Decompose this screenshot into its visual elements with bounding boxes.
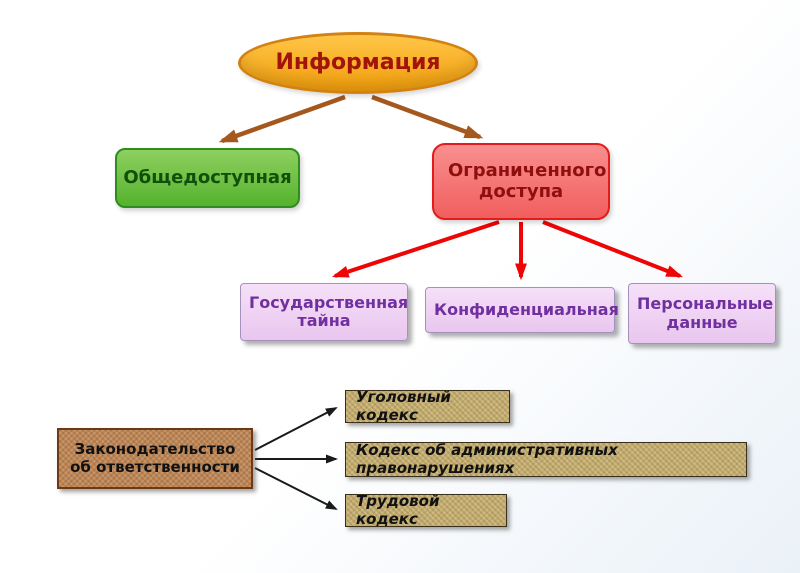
- node-public-label: Общедоступная: [123, 166, 292, 188]
- arrow-information-to-restricted: [371, 94, 484, 140]
- arrow-restricted-to-personal-data: [542, 220, 683, 278]
- node-confidential-label: Конфиденциальная: [434, 299, 619, 319]
- node-personal-data-label: Персональные данные: [637, 294, 774, 332]
- node-administrative-code-label: Кодекс об административных правонарушени…: [356, 441, 618, 477]
- node-restricted-access: Ограниченного доступа: [432, 143, 610, 220]
- node-public: Общедоступная: [115, 148, 300, 208]
- node-personal-data: Персональные данные: [628, 283, 776, 344]
- arrow-legislation-to-labor-code: [254, 467, 338, 510]
- node-restricted-access-label: Ограниченного доступа: [448, 159, 607, 202]
- node-criminal-code-label: Уголовный кодекс: [356, 388, 451, 424]
- node-criminal-code: Уголовный кодекс: [345, 388, 510, 424]
- node-administrative-code: Кодекс об административных правонарушени…: [345, 442, 747, 477]
- arrow-information-to-public: [218, 94, 346, 144]
- node-state-secret-label: Государственная тайна: [249, 292, 409, 330]
- node-labor-code-label: Трудовой кодекс: [356, 492, 440, 528]
- node-legislation-label: Законодательство об ответственности: [70, 440, 240, 476]
- node-legislation: Законодательство об ответственности: [57, 428, 253, 489]
- node-confidential: Конфиденциальная: [425, 287, 619, 333]
- node-state-secret: Государственная тайна: [240, 283, 408, 341]
- node-information-label: Информация: [275, 50, 441, 76]
- node-labor-code: Трудовой кодекс: [345, 492, 507, 528]
- arrow-legislation-to-criminal-code: [254, 407, 338, 451]
- arrow-restricted-to-state-secret: [331, 220, 500, 278]
- node-information: Информация: [238, 32, 478, 94]
